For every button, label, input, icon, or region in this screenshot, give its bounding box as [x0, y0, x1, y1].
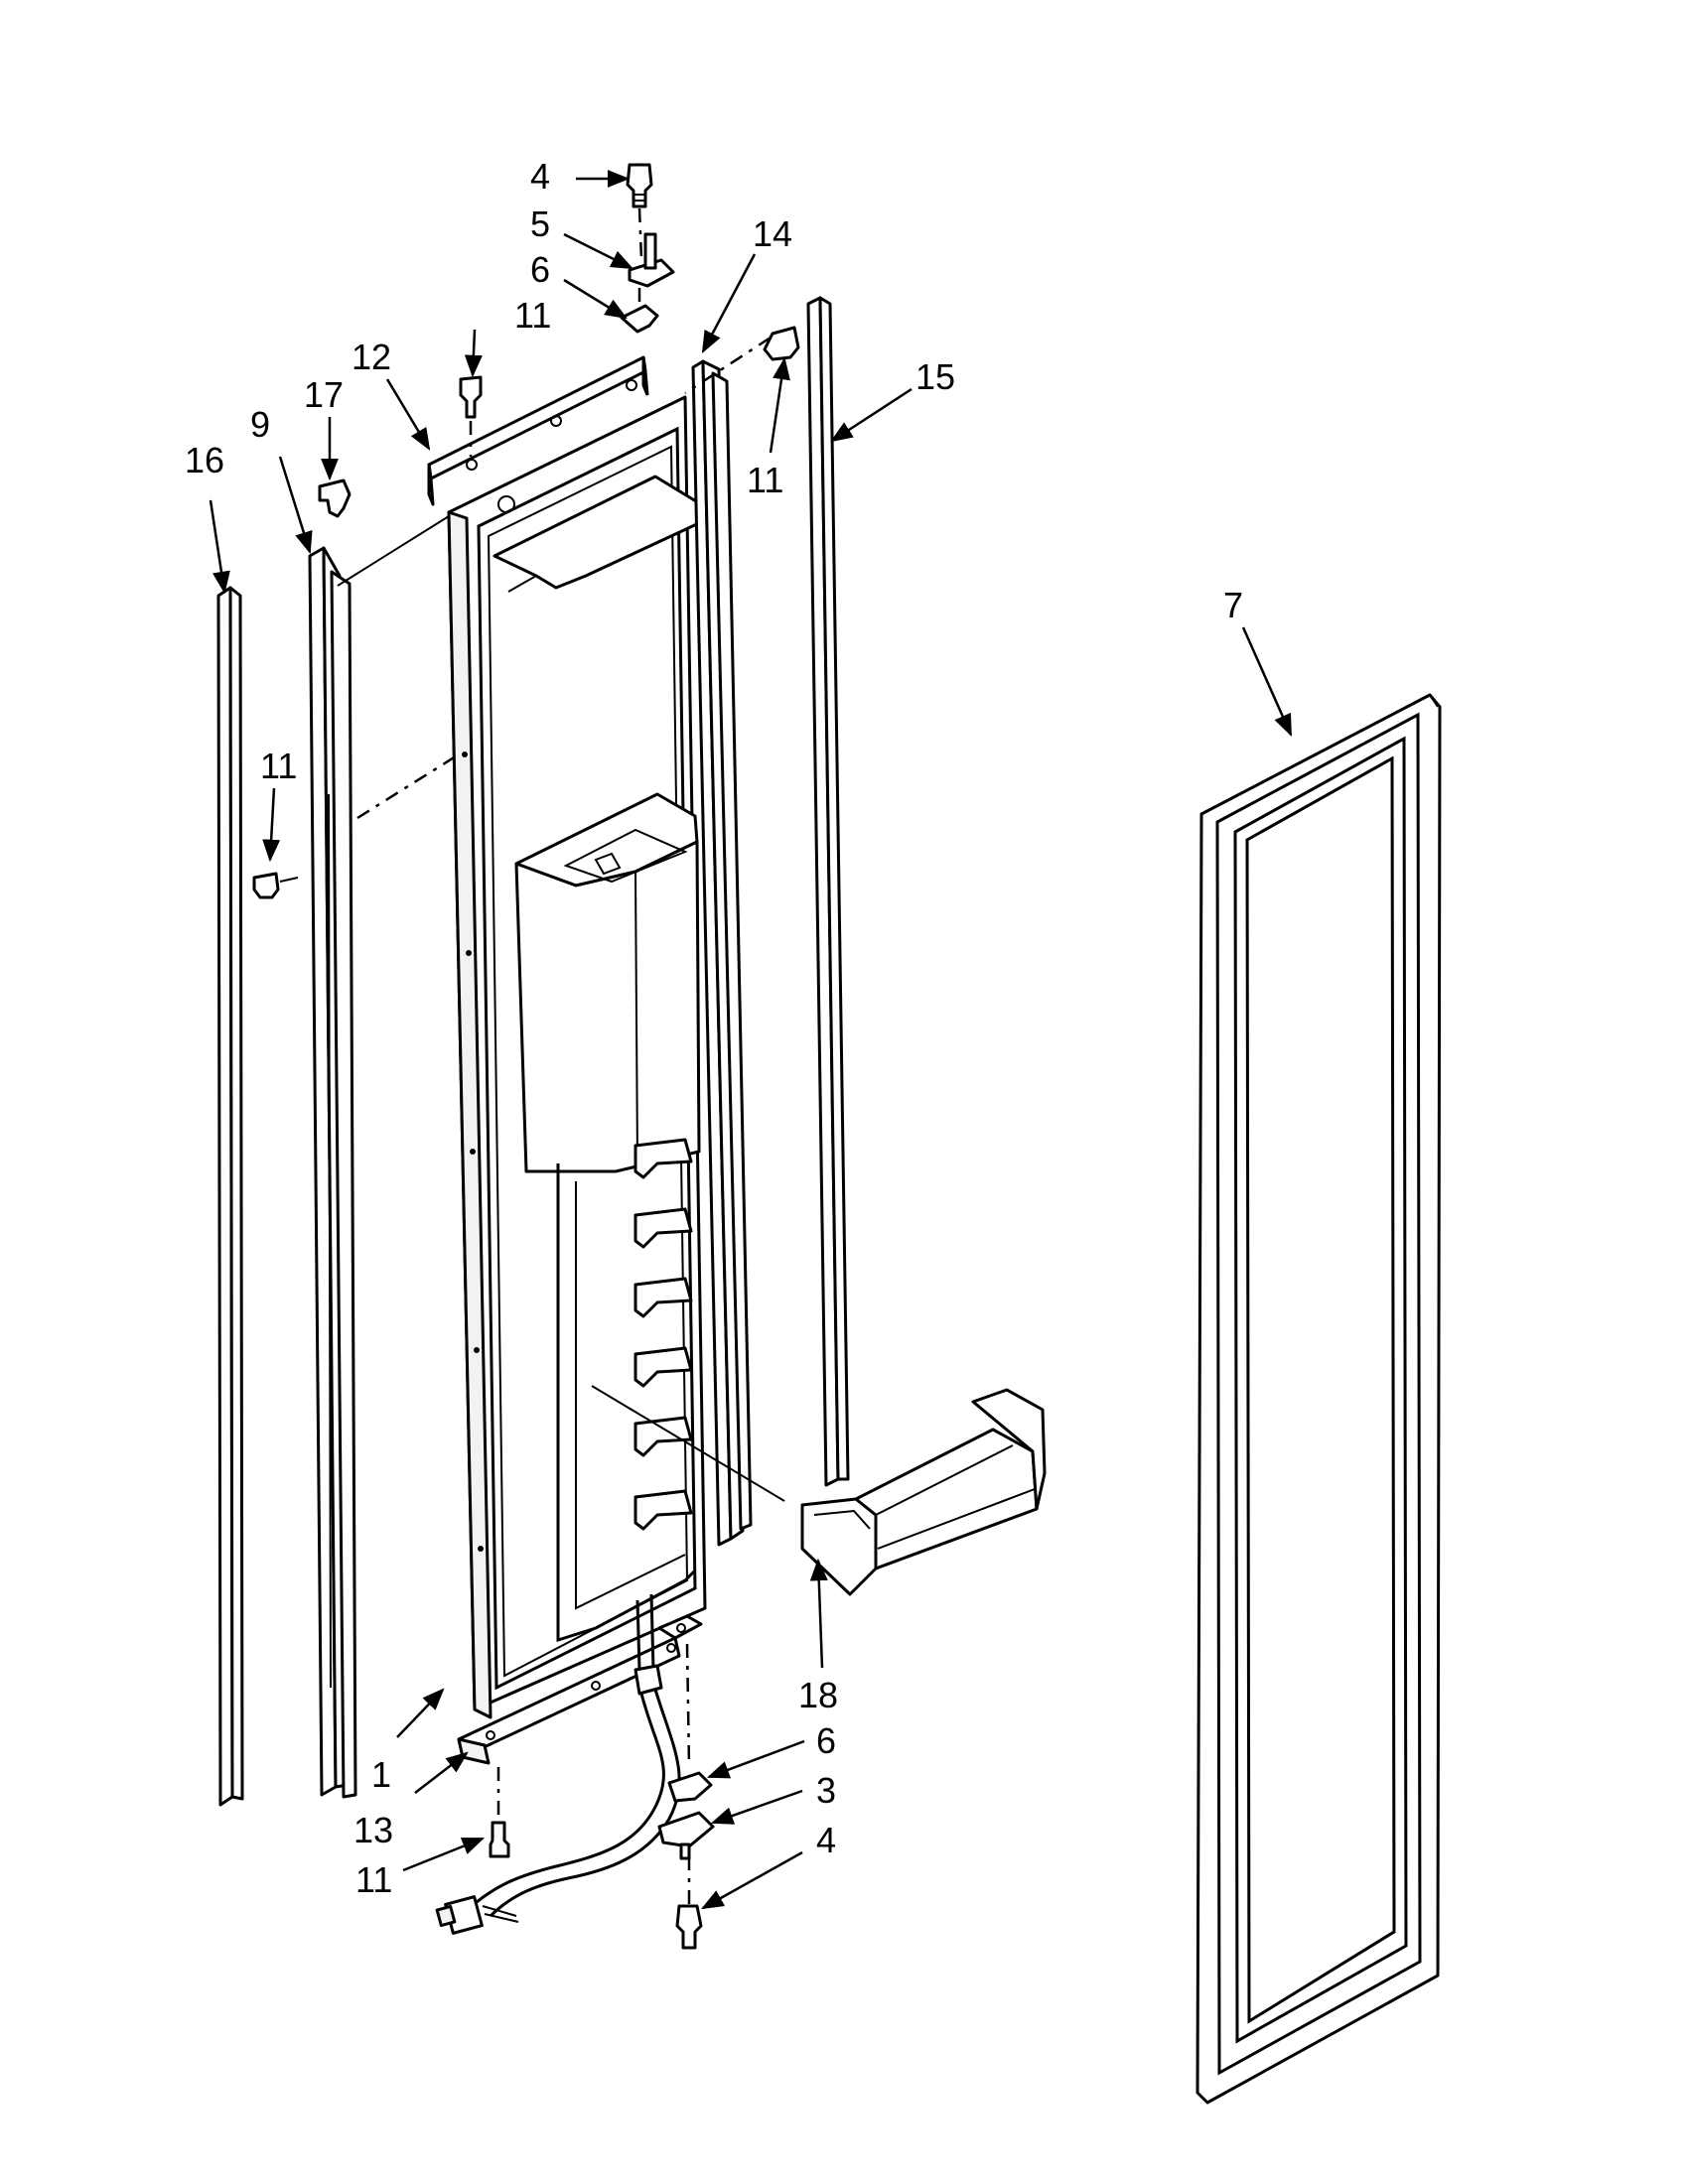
callout-4-bottom: 4 [816, 1820, 836, 1860]
callout-4-top: 4 [530, 156, 550, 197]
attachment-lines [337, 515, 785, 1502]
callout-18: 18 [798, 1675, 838, 1715]
callout-14: 14 [753, 213, 792, 254]
wiring-harness [435, 1593, 681, 1935]
callout-1: 1 [371, 1754, 391, 1795]
leader-lines [209, 170, 1293, 1910]
part-12-bracket [427, 355, 649, 506]
part-16-trim-strip [216, 586, 244, 1807]
mounting-holes [462, 495, 515, 1552]
top-hinge-parts [620, 163, 675, 334]
callout-12: 12 [352, 337, 391, 377]
callout-9: 9 [250, 404, 270, 445]
part-6-shim-top [620, 304, 659, 334]
part-17-clip [318, 478, 352, 518]
callout-5: 5 [530, 204, 550, 244]
callout-16: 16 [185, 440, 224, 480]
part-7-gasket [1196, 693, 1442, 2105]
callout-11-top-center: 11 [514, 295, 551, 336]
part-11-screws [252, 326, 800, 1950]
callout-7: 7 [1223, 585, 1243, 625]
part-6-shim-bottom [667, 1771, 713, 1803]
part-1-door-liner [447, 395, 707, 1719]
part-9-channel [308, 546, 357, 1799]
callout-15: 15 [915, 356, 955, 397]
part-18-door-bin [800, 1388, 1047, 1596]
shelf-supports [633, 1138, 693, 1531]
callout-labels: 4 5 6 11 14 12 17 9 16 15 11 7 11 18 6 3… [185, 156, 1243, 1900]
callout-6-top: 6 [530, 249, 550, 290]
callout-11-top-right: 11 [747, 460, 783, 500]
callout-13: 13 [353, 1810, 393, 1850]
callout-6-bottom: 6 [816, 1720, 836, 1761]
part-3-hinge-bottom [657, 1811, 715, 1848]
callout-17: 17 [304, 374, 344, 415]
callout-11-left: 11 [260, 746, 297, 786]
part-15-trim-strip [806, 296, 850, 1487]
callout-11-bottom: 11 [355, 1859, 392, 1900]
callout-3: 3 [816, 1770, 836, 1811]
part-14-channel [691, 359, 753, 1547]
bottom-hinge-parts [657, 1643, 715, 1860]
